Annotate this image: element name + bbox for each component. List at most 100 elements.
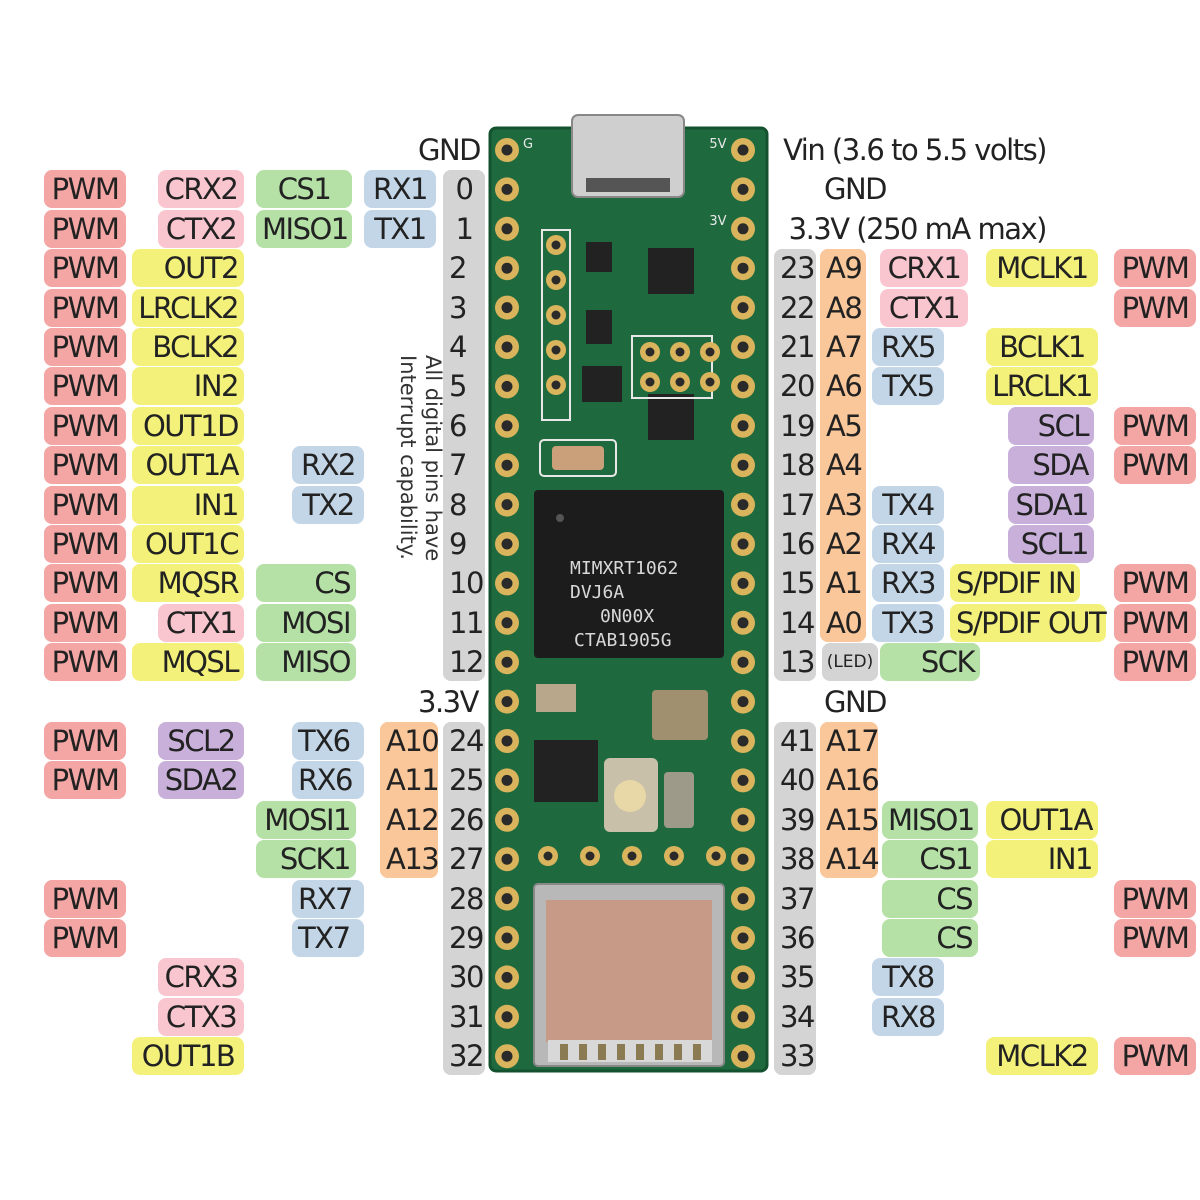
pin-hole <box>501 1011 513 1023</box>
left-label-pin-12: 12 <box>443 643 485 682</box>
right-label-i2s-s-pdif-in: S/PDIF IN <box>950 564 1080 603</box>
pin-hole <box>737 735 749 747</box>
chip-marking: MIMXRT1062 <box>570 558 678 579</box>
pin-hole <box>501 971 513 983</box>
pin-hole <box>675 377 685 387</box>
sd-contact <box>636 1044 644 1060</box>
left-label-serial-tx1: TX1 <box>364 209 436 248</box>
left-label-pwm-pwm: PWM <box>44 170 126 209</box>
left-label-pin-31: 31 <box>443 997 485 1036</box>
left-label-spi-mosi1: MOSI1 <box>256 800 356 839</box>
right-label-pin-led: (LED) <box>822 643 878 682</box>
right-label-analog-a7: A7 <box>820 328 866 366</box>
right-label-pwm-pwm: PWM <box>1114 643 1196 682</box>
pin-hole <box>501 144 513 156</box>
right-label-pwm-pwm: PWM <box>1114 288 1196 327</box>
pin-hole <box>737 538 749 550</box>
left-label-can-crx2: CRX2 <box>158 170 244 209</box>
right-label-pin-18: 18 <box>774 446 816 485</box>
right-label-analog-a0: A0 <box>820 603 866 642</box>
right-label-pwm-pwm: PWM <box>1114 1037 1196 1076</box>
pin-hole <box>737 971 749 983</box>
pin-hole <box>501 459 513 471</box>
left-label-pin-30: 30 <box>443 958 485 997</box>
right-label-analog-a5: A5 <box>820 406 866 445</box>
sd-contact <box>560 1044 568 1060</box>
right-label-pin-39: 39 <box>774 800 816 839</box>
right-label-pwm-pwm: PWM <box>1114 564 1196 603</box>
left-label-pin-0: 0 <box>443 170 485 209</box>
pin-hole <box>585 851 595 861</box>
left-label-pwm-pwm: PWM <box>44 525 126 563</box>
right-label-pin-36: 36 <box>774 919 816 957</box>
right-label-pin-13: 13 <box>774 643 816 682</box>
right-label-pwm-pwm: PWM <box>1114 879 1196 918</box>
right-label-analog-a8: A8 <box>820 288 866 327</box>
pin-hole <box>737 223 749 235</box>
left-label-pin-24: 24 <box>443 722 485 760</box>
left-label-pin-5: 5 <box>443 367 485 406</box>
pin-hole <box>737 932 749 944</box>
pin-hole <box>543 851 553 861</box>
left-label-i2c-scl2: SCL2 <box>158 722 244 760</box>
pin-hole <box>501 538 513 550</box>
left-label-analog-a10: A10 <box>380 722 440 760</box>
pin-hole <box>669 851 679 861</box>
left-label-can-ctx2: CTX2 <box>158 209 244 248</box>
right-label-spi-miso1: MISO1 <box>882 800 978 839</box>
pin-hole <box>501 656 513 668</box>
right-label-power-gnd: GND <box>824 172 888 207</box>
left-label-pin-1: 1 <box>443 209 485 248</box>
interrupt-note-line1: All digital pins have <box>421 355 445 562</box>
right-label-analog-a2: A2 <box>820 525 866 563</box>
pin-hole <box>737 262 749 274</box>
right-label-pin-41: 41 <box>774 722 816 760</box>
pin-hole <box>501 577 513 589</box>
left-label-pwm-pwm: PWM <box>44 328 126 366</box>
left-label-pwm-pwm: PWM <box>44 722 126 760</box>
pin1-marker <box>556 514 564 522</box>
left-label-pwm-pwm: PWM <box>44 643 126 682</box>
right-label-pin-33: 33 <box>774 1037 816 1076</box>
left-label-pin-25: 25 <box>443 761 485 800</box>
left-label-serial-tx7: TX7 <box>292 919 364 957</box>
right-label-analog-a16: A16 <box>820 761 880 800</box>
right-label-can-crx1: CRX1 <box>880 249 968 288</box>
pin-hole <box>501 262 513 274</box>
right-label-serial-rx4: RX4 <box>872 525 944 563</box>
left-label-pwm-pwm: PWM <box>44 564 126 603</box>
pin-hole <box>737 420 749 432</box>
left-label-pin-10: 10 <box>443 564 485 603</box>
interrupt-note-line2: Interrupt capability. <box>396 355 420 560</box>
left-label-i2c-sda2: SDA2 <box>158 761 244 800</box>
right-label-spi-cs: CS <box>882 919 978 957</box>
left-label-analog-a12: A12 <box>380 800 440 839</box>
pin-hole <box>501 302 513 314</box>
silk-5v: 5V <box>709 137 726 152</box>
left-label-serial-rx1: RX1 <box>364 170 436 209</box>
left-label-i2s-mqsr: MQSR <box>132 564 244 603</box>
right-label-analog-a9: A9 <box>820 249 866 288</box>
left-label-i2s-mqsl: MQSL <box>132 643 244 682</box>
left-label-spi-cs: CS <box>256 564 356 603</box>
left-label-pin-26: 26 <box>443 800 485 839</box>
right-label-i2s-bclk1: BCLK1 <box>986 328 1098 366</box>
left-label-i2s-in2: IN2 <box>132 367 244 406</box>
pin-hole <box>737 696 749 708</box>
right-label-serial-rx3: RX3 <box>872 564 944 603</box>
right-label-analog-a17: A17 <box>820 722 880 760</box>
sd-contact <box>674 1044 682 1060</box>
pin-hole <box>501 696 513 708</box>
sd-contact <box>579 1044 587 1060</box>
pin-hole <box>737 1011 749 1023</box>
pin-hole <box>737 577 749 589</box>
left-label-pin-29: 29 <box>443 919 485 957</box>
left-label-pin-7: 7 <box>443 446 485 485</box>
right-label-pin-17: 17 <box>774 485 816 524</box>
pin-hole <box>737 617 749 629</box>
right-label-pin-22: 22 <box>774 288 816 327</box>
right-label-pwm-pwm: PWM <box>1114 446 1196 485</box>
sd-contact <box>693 1044 701 1060</box>
left-label-pwm-pwm: PWM <box>44 249 126 288</box>
chip-marking: CTAB1905G <box>574 630 672 651</box>
